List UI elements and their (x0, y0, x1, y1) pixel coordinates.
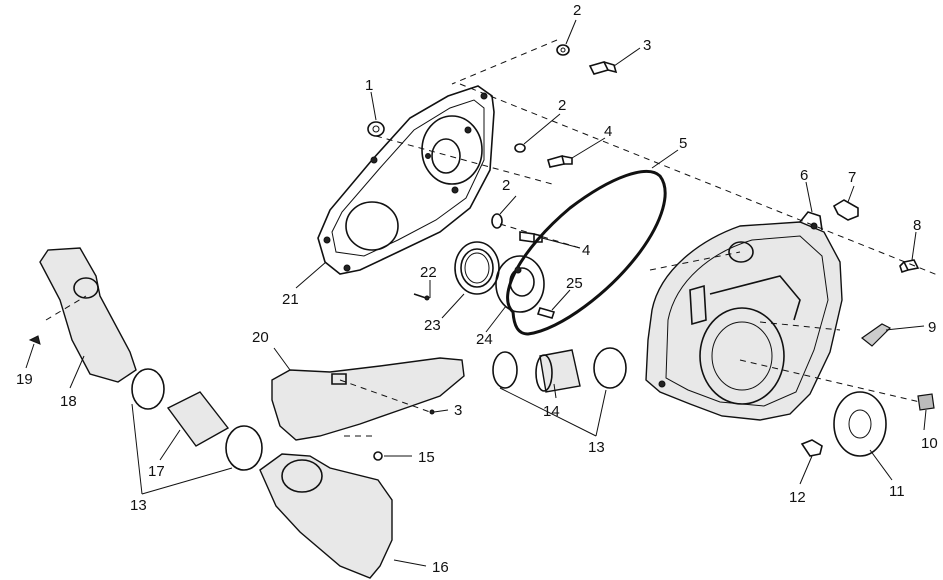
callout-23: 23 (424, 317, 441, 334)
callout-21: 21 (282, 291, 299, 308)
duct-16 (259, 453, 393, 579)
clip-7 (832, 199, 859, 221)
callout-18: 18 (60, 393, 77, 410)
screw-12 (800, 439, 823, 457)
seal-23 (454, 241, 500, 295)
tube-14 (535, 349, 581, 393)
callout-4-upper: 4 (604, 123, 612, 140)
screw-8 (899, 259, 920, 274)
seal-24 (495, 255, 545, 313)
leader-lines (25, 19, 927, 567)
clamp-13-left-b (225, 425, 263, 471)
callout-17: 17 (148, 463, 165, 480)
callout-3-low: 3 (454, 402, 462, 419)
callout-19: 19 (16, 371, 33, 388)
callout-7: 7 (848, 169, 856, 186)
intake-duct-20 (271, 357, 465, 441)
pin-22 (413, 293, 430, 301)
screw-15 (373, 451, 383, 461)
callout-3-top: 3 (643, 37, 651, 54)
callout-13-left: 13 (130, 497, 147, 514)
washer-1 (367, 121, 385, 137)
callout-2-mid: 2 (558, 97, 566, 114)
clamp-13-right-b (593, 347, 627, 389)
drive-belt (506, 169, 667, 336)
decal-9 (860, 323, 892, 347)
callout-22: 22 (420, 264, 437, 281)
callout-13-right: 13 (588, 439, 605, 456)
callout-16: 16 (432, 559, 449, 576)
callout-24: 24 (476, 331, 493, 348)
callout-20: 20 (252, 329, 269, 346)
screw-3-low (429, 409, 435, 415)
washer-2-low (491, 213, 503, 229)
callout-15: 15 (418, 449, 435, 466)
callout-2-top: 2 (573, 2, 581, 19)
callout-11: 11 (889, 483, 905, 500)
callout-labels: 1 2 2 2 3 3 4 4 5 6 7 8 9 10 11 12 13 13… (16, 2, 938, 576)
screw-4-upper (547, 155, 573, 168)
callout-6: 6 (800, 167, 808, 184)
callout-25: 25 (566, 275, 583, 292)
washer-11 (833, 391, 887, 457)
clamp-13-left-a (131, 368, 165, 410)
callout-8: 8 (913, 217, 921, 234)
outer-clutch-cover (645, 211, 843, 421)
callout-5: 5 (679, 135, 687, 152)
callout-4-lower: 4 (582, 242, 590, 259)
callout-12: 12 (789, 489, 806, 506)
clamp-13-right-a (492, 351, 518, 389)
washer-2-top (556, 44, 570, 56)
callout-10: 10 (921, 435, 938, 452)
duct-18 (39, 247, 137, 383)
callout-1: 1 (365, 77, 373, 94)
screw-19 (28, 335, 41, 345)
decal-10 (917, 393, 935, 411)
washer-2-mid (514, 143, 526, 153)
callout-9: 9 (928, 319, 936, 336)
screw-3-top (588, 61, 618, 75)
tube-17 (166, 391, 230, 447)
callout-2-low: 2 (502, 177, 510, 194)
callout-14: 14 (543, 403, 560, 420)
screw-25 (536, 307, 556, 319)
inner-cover-plate (317, 85, 495, 275)
